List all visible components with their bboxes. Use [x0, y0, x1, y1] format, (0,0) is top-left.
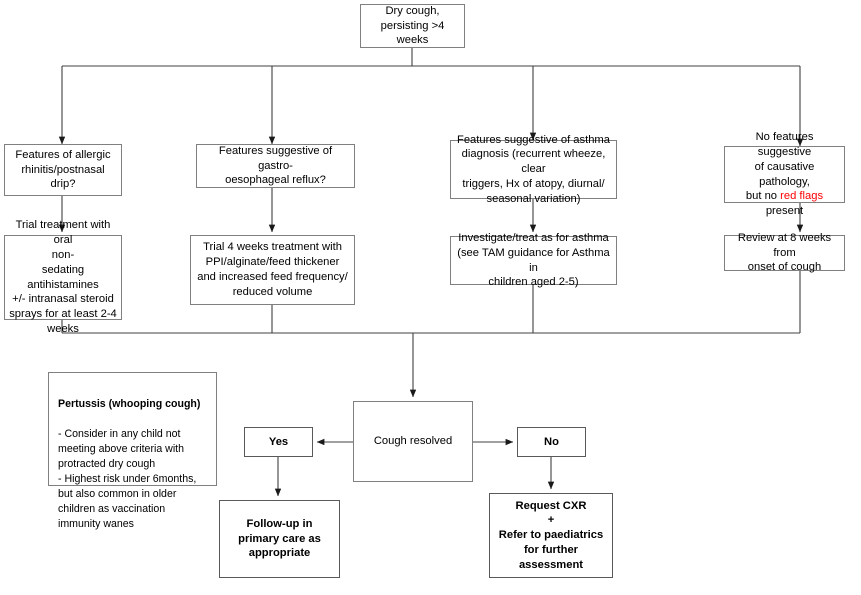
pertussis-note-body: - Consider in any child not meeting abov…: [58, 428, 197, 531]
node-treatment-rhinitis: Trial treatment with oral non- sedating …: [4, 219, 122, 335]
node-branch-no-features: No features suggestive of causative path…: [724, 131, 845, 217]
node-yes: Yes: [244, 427, 313, 457]
node-start: Dry cough, persisting >4 weeks: [360, 4, 465, 48]
red-flags-text: red flags: [780, 190, 824, 203]
no-features-text: No features suggestive of causative path…: [729, 130, 840, 219]
node-request-cxr: Request CXR + Refer to paediatrics for f…: [489, 493, 613, 578]
node-pertussis-note: Pertussis (whooping cough) - Consider in…: [48, 372, 217, 530]
node-treatment-reflux: Trial 4 weeks treatment with PPI/alginat…: [190, 235, 355, 305]
node-treatment-asthma: Investigate/treat as for asthma (see TAM…: [450, 232, 617, 288]
node-review-8-weeks: Review at 8 weeks from onset of cough: [724, 232, 845, 273]
no-features-text-part2: present: [765, 205, 804, 218]
pertussis-note-title: Pertussis (whooping cough): [58, 398, 201, 411]
node-no: No: [517, 427, 586, 457]
node-branch-allergic-rhinitis: Features of allergic rhinitis/postnasal …: [4, 144, 122, 196]
node-branch-gastro-oesophageal-reflux: Features suggestive of gastro- oesophage…: [196, 144, 355, 188]
node-followup-primary-care: Follow-up in primary care as appropriate: [219, 500, 340, 578]
no-features-text-part1: No features suggestive of causative path…: [745, 131, 815, 203]
node-branch-asthma: Features suggestive of asthma diagnosis …: [450, 134, 617, 205]
node-cough-resolved: Cough resolved: [353, 401, 473, 482]
